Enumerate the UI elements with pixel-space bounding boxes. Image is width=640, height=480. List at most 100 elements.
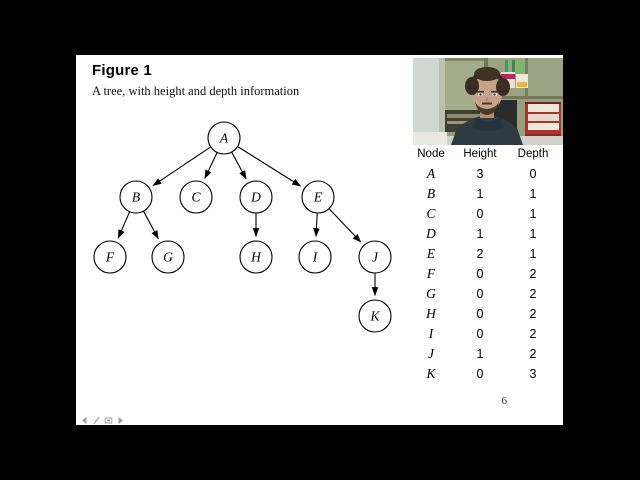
- tree-node-circle: [119, 180, 153, 214]
- tree-node-label: A: [219, 131, 229, 146]
- tree-node-circle: [239, 240, 273, 274]
- column-header-height: Height: [463, 148, 497, 160]
- tree-node-K: K: [358, 299, 392, 333]
- tree-edge-A-E: [237, 146, 302, 187]
- table-header-row: Node Height Depth: [408, 148, 560, 164]
- cell-node: E: [426, 246, 436, 261]
- page-number: 6: [501, 395, 508, 407]
- table-header: Node Height Depth: [408, 148, 560, 164]
- tree-node-label: C: [191, 190, 201, 205]
- cell-depth: 2: [529, 327, 537, 341]
- tree-node-B: B: [119, 180, 153, 214]
- table-row: A 3 0: [408, 164, 560, 184]
- pen-tool-icon[interactable]: [92, 412, 101, 425]
- cell-height: 2: [476, 247, 484, 261]
- tree-node-circle: [358, 299, 392, 333]
- tree-node-label: H: [250, 250, 262, 265]
- cell-node: B: [426, 186, 436, 201]
- cell-height: 1: [476, 347, 484, 361]
- tree-node-circle: [93, 240, 127, 274]
- tree-node-circle: [207, 121, 241, 155]
- tree-node-C: C: [179, 180, 213, 214]
- tree-edge-A-B: [152, 146, 211, 187]
- cell-node: F: [426, 266, 436, 281]
- table-row: C 0 1: [408, 204, 560, 224]
- cell-node: A: [426, 166, 436, 181]
- slide-subtitle: A tree, with height and depth informatio…: [92, 84, 300, 98]
- cell-node: C: [426, 206, 436, 221]
- cell-node: J: [428, 346, 434, 361]
- cell-node: I: [428, 326, 434, 341]
- cell-depth: 2: [529, 287, 537, 301]
- previous-slide-arrow-icon[interactable]: [80, 412, 89, 424]
- tree-diagram-svg: A B C D E F G H I J K: [93, 121, 392, 333]
- cell-height: 0: [476, 287, 484, 301]
- tree-edge-A-C: [204, 152, 218, 179]
- cell-node: H: [426, 306, 436, 321]
- cell-depth: 2: [529, 307, 537, 321]
- tree-node-label: G: [163, 250, 173, 265]
- table-row: B 1 1: [408, 184, 560, 204]
- presenter-webcam-overlay: [413, 58, 563, 145]
- table-row: J 1 2: [408, 344, 560, 364]
- cell-height: 0: [476, 307, 484, 321]
- tree-edge-B-F: [117, 211, 130, 239]
- cell-depth: 1: [529, 207, 537, 221]
- cell-height: 0: [476, 367, 484, 381]
- tree-diagram: A B C D E F G H I J K: [76, 115, 416, 415]
- tree-node-circle: [151, 240, 185, 274]
- tree-node-G: G: [151, 240, 185, 274]
- cell-node: G: [426, 286, 436, 301]
- cell-depth: 0: [529, 167, 537, 181]
- cell-height: 1: [476, 227, 484, 241]
- tree-edge-A-D: [231, 152, 247, 180]
- tree-node-circle: [301, 180, 335, 214]
- cell-depth: 1: [529, 247, 537, 261]
- cell-height: 0: [476, 327, 484, 341]
- column-header-node: Node: [417, 148, 445, 160]
- cell-depth: 1: [529, 187, 537, 201]
- tree-node-label: D: [250, 190, 261, 205]
- cell-node: K: [426, 366, 436, 381]
- tree-node-group: A B C D E F G H I J K: [93, 121, 392, 333]
- tree-edge-group: [117, 146, 379, 296]
- cell-height: 1: [476, 187, 484, 201]
- tree-node-circle: [358, 240, 392, 274]
- tree-node-label: F: [105, 250, 115, 265]
- tree-node-label: J: [372, 250, 379, 265]
- column-header-depth: Depth: [517, 148, 549, 160]
- cell-depth: 2: [529, 347, 537, 361]
- cell-depth: 3: [529, 367, 537, 381]
- tree-node-F: F: [93, 240, 127, 274]
- slide-view-toggle-icon[interactable]: [104, 412, 113, 424]
- tree-node-circle: [179, 180, 213, 214]
- tree-node-I: I: [298, 240, 332, 274]
- tree-node-H: H: [239, 240, 273, 274]
- tree-node-label: E: [313, 190, 323, 205]
- slide-navigation-controls[interactable]: [80, 412, 125, 425]
- table-row: E 2 1: [408, 244, 560, 264]
- webcam-video-frame: [413, 58, 563, 145]
- cell-height: 0: [476, 267, 484, 281]
- tree-node-circle: [298, 240, 332, 274]
- tree-node-D: D: [239, 180, 273, 214]
- tree-node-A: A: [207, 121, 241, 155]
- table-row: D 1 1: [408, 224, 560, 244]
- table-row: K 0 3: [408, 364, 560, 384]
- table-row: H 0 2: [408, 304, 560, 324]
- cell-depth: 1: [529, 227, 537, 241]
- tree-node-label: K: [369, 309, 380, 324]
- next-slide-arrow-icon[interactable]: [116, 412, 125, 424]
- cell-height: 0: [476, 207, 484, 221]
- tree-node-J: J: [358, 240, 392, 274]
- tree-node-label: B: [132, 190, 140, 205]
- table-row: I 0 2: [408, 324, 560, 344]
- tree-edge-E-I: [313, 213, 320, 237]
- cell-height: 3: [476, 167, 484, 181]
- cell-node: D: [426, 226, 436, 241]
